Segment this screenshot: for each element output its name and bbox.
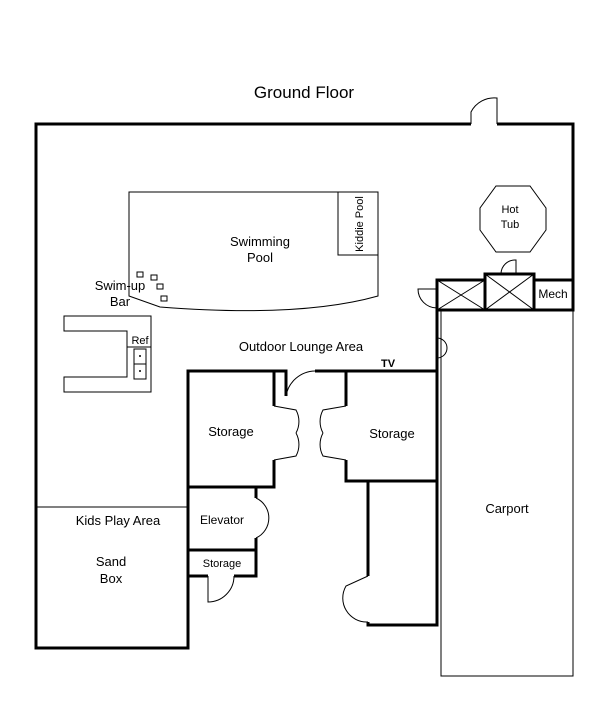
ref-label: Ref bbox=[131, 335, 149, 347]
storage-left-wall bbox=[188, 371, 276, 489]
tv-door-arc bbox=[436, 337, 448, 359]
service-door-top bbox=[500, 259, 517, 275]
carport-outline bbox=[440, 309, 574, 677]
storage-left-door-upper bbox=[273, 405, 300, 434]
storage-right-label: Storage bbox=[369, 426, 415, 441]
hot-tub-outline bbox=[479, 185, 547, 253]
storage-right-door-upper bbox=[319, 405, 347, 434]
storage-right-wall bbox=[344, 371, 439, 483]
storage-left-label: Storage bbox=[208, 424, 254, 439]
swimming-pool-outline bbox=[128, 191, 379, 312]
kiddie-pool-label: Kiddie Pool bbox=[354, 196, 366, 252]
sink-drain bbox=[139, 355, 141, 357]
carport-label: Carport bbox=[485, 501, 529, 516]
lounge-door bbox=[285, 370, 316, 397]
elevator-label: Elevator bbox=[200, 513, 244, 527]
storage-right-door-lower bbox=[319, 432, 347, 461]
bar-counter bbox=[63, 315, 152, 393]
storage-small-label: Storage bbox=[203, 558, 242, 570]
sand-box-label-line2: Box bbox=[100, 571, 123, 586]
lower-room-wall bbox=[366, 481, 439, 627]
bar-stool bbox=[150, 274, 158, 281]
outdoor-lounge-label: Outdoor Lounge Area bbox=[239, 339, 364, 354]
sand-box-label-line1: Sand bbox=[96, 554, 126, 569]
service-rooms-wall bbox=[435, 272, 573, 310]
service-door-left bbox=[417, 288, 438, 309]
chase-x bbox=[436, 279, 486, 311]
entry-door bbox=[470, 97, 498, 124]
swim-up-bar-label-line1: Swim-up bbox=[95, 278, 146, 293]
lower-room-door bbox=[342, 575, 369, 623]
chase-x bbox=[484, 273, 535, 311]
page-title: Ground Floor bbox=[254, 83, 354, 102]
tv-label: TV bbox=[381, 358, 396, 370]
hot-tub-label-line2: Tub bbox=[501, 219, 520, 231]
swimming-pool-label-line1: Swimming bbox=[230, 234, 290, 249]
storage-small-wall bbox=[188, 550, 258, 578]
bar-stool bbox=[136, 271, 144, 278]
sink-drain bbox=[139, 370, 141, 372]
kids-play-area-label: Kids Play Area bbox=[76, 513, 161, 528]
elevator-door bbox=[255, 497, 270, 539]
bar-stool bbox=[160, 295, 168, 302]
swimming-pool-label-line2: Pool bbox=[247, 250, 273, 265]
storage-left-door-lower bbox=[273, 432, 300, 461]
outer-wall bbox=[34, 122, 575, 650]
hot-tub-label-line1: Hot bbox=[501, 204, 518, 216]
kiddie-pool-outline bbox=[337, 191, 379, 256]
bar-stool bbox=[156, 283, 164, 290]
mech-label: Mech bbox=[538, 287, 567, 301]
swim-up-bar-label-line2: Bar bbox=[110, 294, 131, 309]
storage-small-door bbox=[207, 575, 235, 603]
